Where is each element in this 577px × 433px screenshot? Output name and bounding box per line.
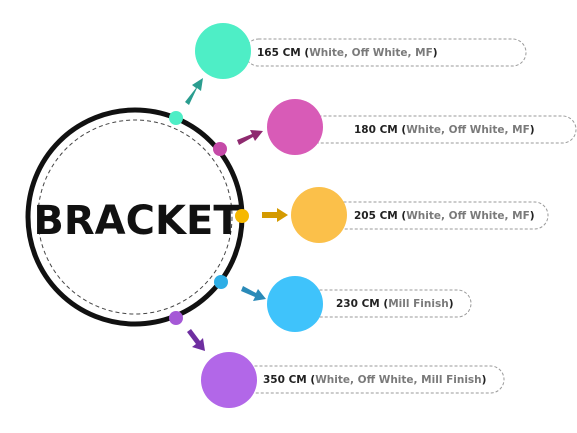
item-350cm: 350 CM (White, Off White, Mill Finish) bbox=[169, 311, 505, 408]
item-230cm: 230 CM (Mill Finish) bbox=[214, 275, 472, 332]
item-label: 180 CM (White, Off White, MF) bbox=[354, 124, 535, 136]
connector-dot bbox=[214, 275, 228, 289]
arrow-icon bbox=[185, 78, 203, 105]
arrow-icon bbox=[237, 130, 263, 145]
item-label: 230 CM (Mill Finish) bbox=[336, 298, 454, 310]
color-circle bbox=[291, 187, 347, 243]
hub-title: BRACKET bbox=[33, 198, 241, 244]
color-circle bbox=[267, 276, 323, 332]
color-circle bbox=[267, 99, 323, 155]
item-label: 165 CM (White, Off White, MF) bbox=[257, 47, 438, 59]
item-205cm: 205 CM (White, Off White, MF) bbox=[235, 187, 549, 243]
label-pill bbox=[295, 289, 472, 318]
item-165cm: 165 CM (White, Off White, MF) bbox=[169, 23, 527, 125]
item-label: 205 CM (White, Off White, MF) bbox=[354, 210, 535, 222]
arrow-icon bbox=[241, 286, 266, 301]
connector-dot bbox=[169, 111, 183, 125]
connector-dot bbox=[213, 142, 227, 156]
arrow-icon bbox=[262, 208, 288, 222]
item-label: 350 CM (White, Off White, Mill Finish) bbox=[263, 374, 486, 386]
arrow-icon bbox=[187, 329, 205, 351]
color-circle bbox=[201, 352, 257, 408]
color-circle bbox=[195, 23, 251, 79]
item-180cm: 180 CM (White, Off White, MF) bbox=[213, 99, 577, 156]
hub-inner-dashed-ring bbox=[37, 119, 233, 315]
connector-dot bbox=[169, 311, 183, 325]
connector-dot bbox=[235, 209, 249, 223]
